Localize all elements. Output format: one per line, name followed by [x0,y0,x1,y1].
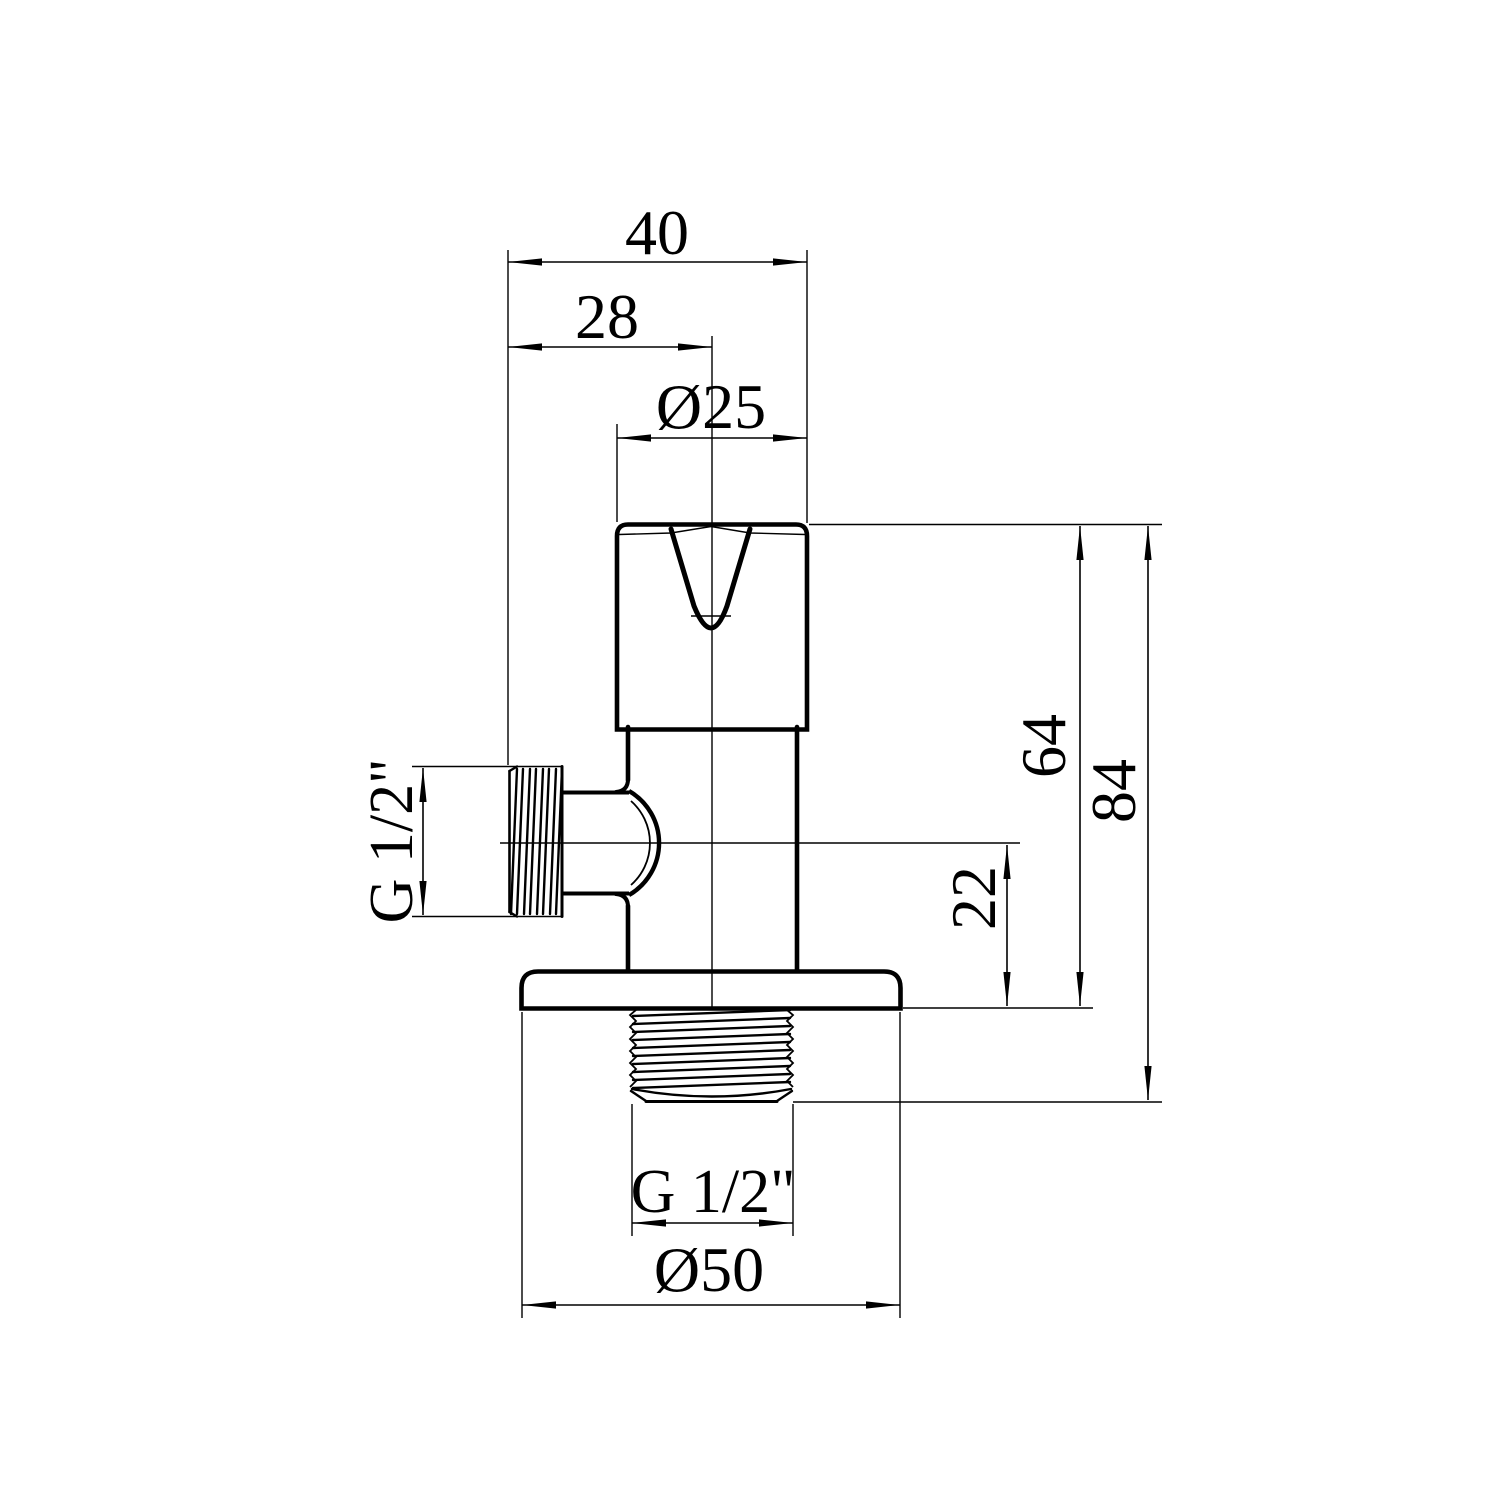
dim-label-height-to-flange: 64 [1008,714,1079,778]
bottom-thread-runout [630,1087,793,1098]
dimension-handle-diameter: Ø25 [616,371,807,522]
dimension-outlet-offset: 28 [508,281,712,352]
dim-label-overall-width: 40 [625,197,689,268]
dimension-bottom-thread: G 1/2" [631,1104,796,1236]
dimension-overall-width: 40 [507,197,808,765]
dim-label-side-thread: G 1/2" [358,759,426,924]
bottom-thread-lines [631,1008,792,1090]
dim-label-flange-diameter: Ø50 [654,1234,764,1305]
side-outlet [412,765,662,918]
bottom-thread [628,1008,795,1103]
dimensions: 40 28 Ø25 G 1/2" 64 84 [358,197,1162,1318]
dim-label-overall-height: 84 [1078,759,1149,823]
outlet-fillet-top [614,777,630,794]
outlet-fillet-bottom [614,892,630,909]
bottom-thread-left-crest [628,1009,638,1088]
flange [519,969,903,1011]
dim-label-outlet-offset: 28 [575,281,639,352]
centerlines [500,336,1020,1007]
dimension-outlet-center-height: 22 [938,845,1011,1006]
outlet-thread-chamfer-top [508,765,519,773]
dim-label-outlet-center-height: 22 [938,866,1009,930]
handle-groove [668,526,753,631]
dimension-height-to-flange: 64 [1008,526,1084,1006]
dimension-overall-height: 84 [1078,526,1152,1100]
dim-label-handle-diameter: Ø25 [656,371,766,442]
bottom-thread-right-crest [785,1009,795,1088]
dim-label-bottom-thread: G 1/2" [631,1158,796,1226]
flange-outline [519,969,903,1011]
outlet-thread-lines [509,767,564,916]
handle-chamfer-line [618,525,806,536]
bottom-thread-chamfer-left [629,1089,648,1103]
dimension-flange-diameter: Ø50 [521,1012,901,1318]
valve-outline [412,336,1020,1103]
valve-body [625,724,800,975]
dimension-side-thread: G 1/2" [358,759,427,924]
bottom-thread-chamfer-right [775,1089,794,1103]
